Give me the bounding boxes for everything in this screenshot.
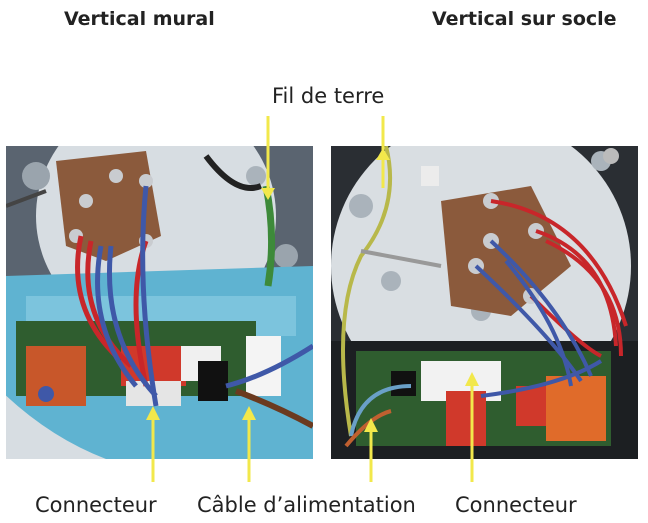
label-connector-left: Connecteur — [35, 493, 157, 517]
heading-vertical-mural: Vertical mural — [64, 8, 215, 30]
heading-vertical-sur-socle: Vertical sur socle — [432, 8, 617, 30]
photo-vertical-mural — [6, 146, 313, 459]
label-power-cable: Câble d’alimentation — [197, 493, 416, 517]
label-ground-wire: Fil de terre — [272, 84, 385, 108]
photo-vertical-sur-socle — [331, 146, 638, 459]
label-connector-right: Connecteur — [455, 493, 577, 517]
